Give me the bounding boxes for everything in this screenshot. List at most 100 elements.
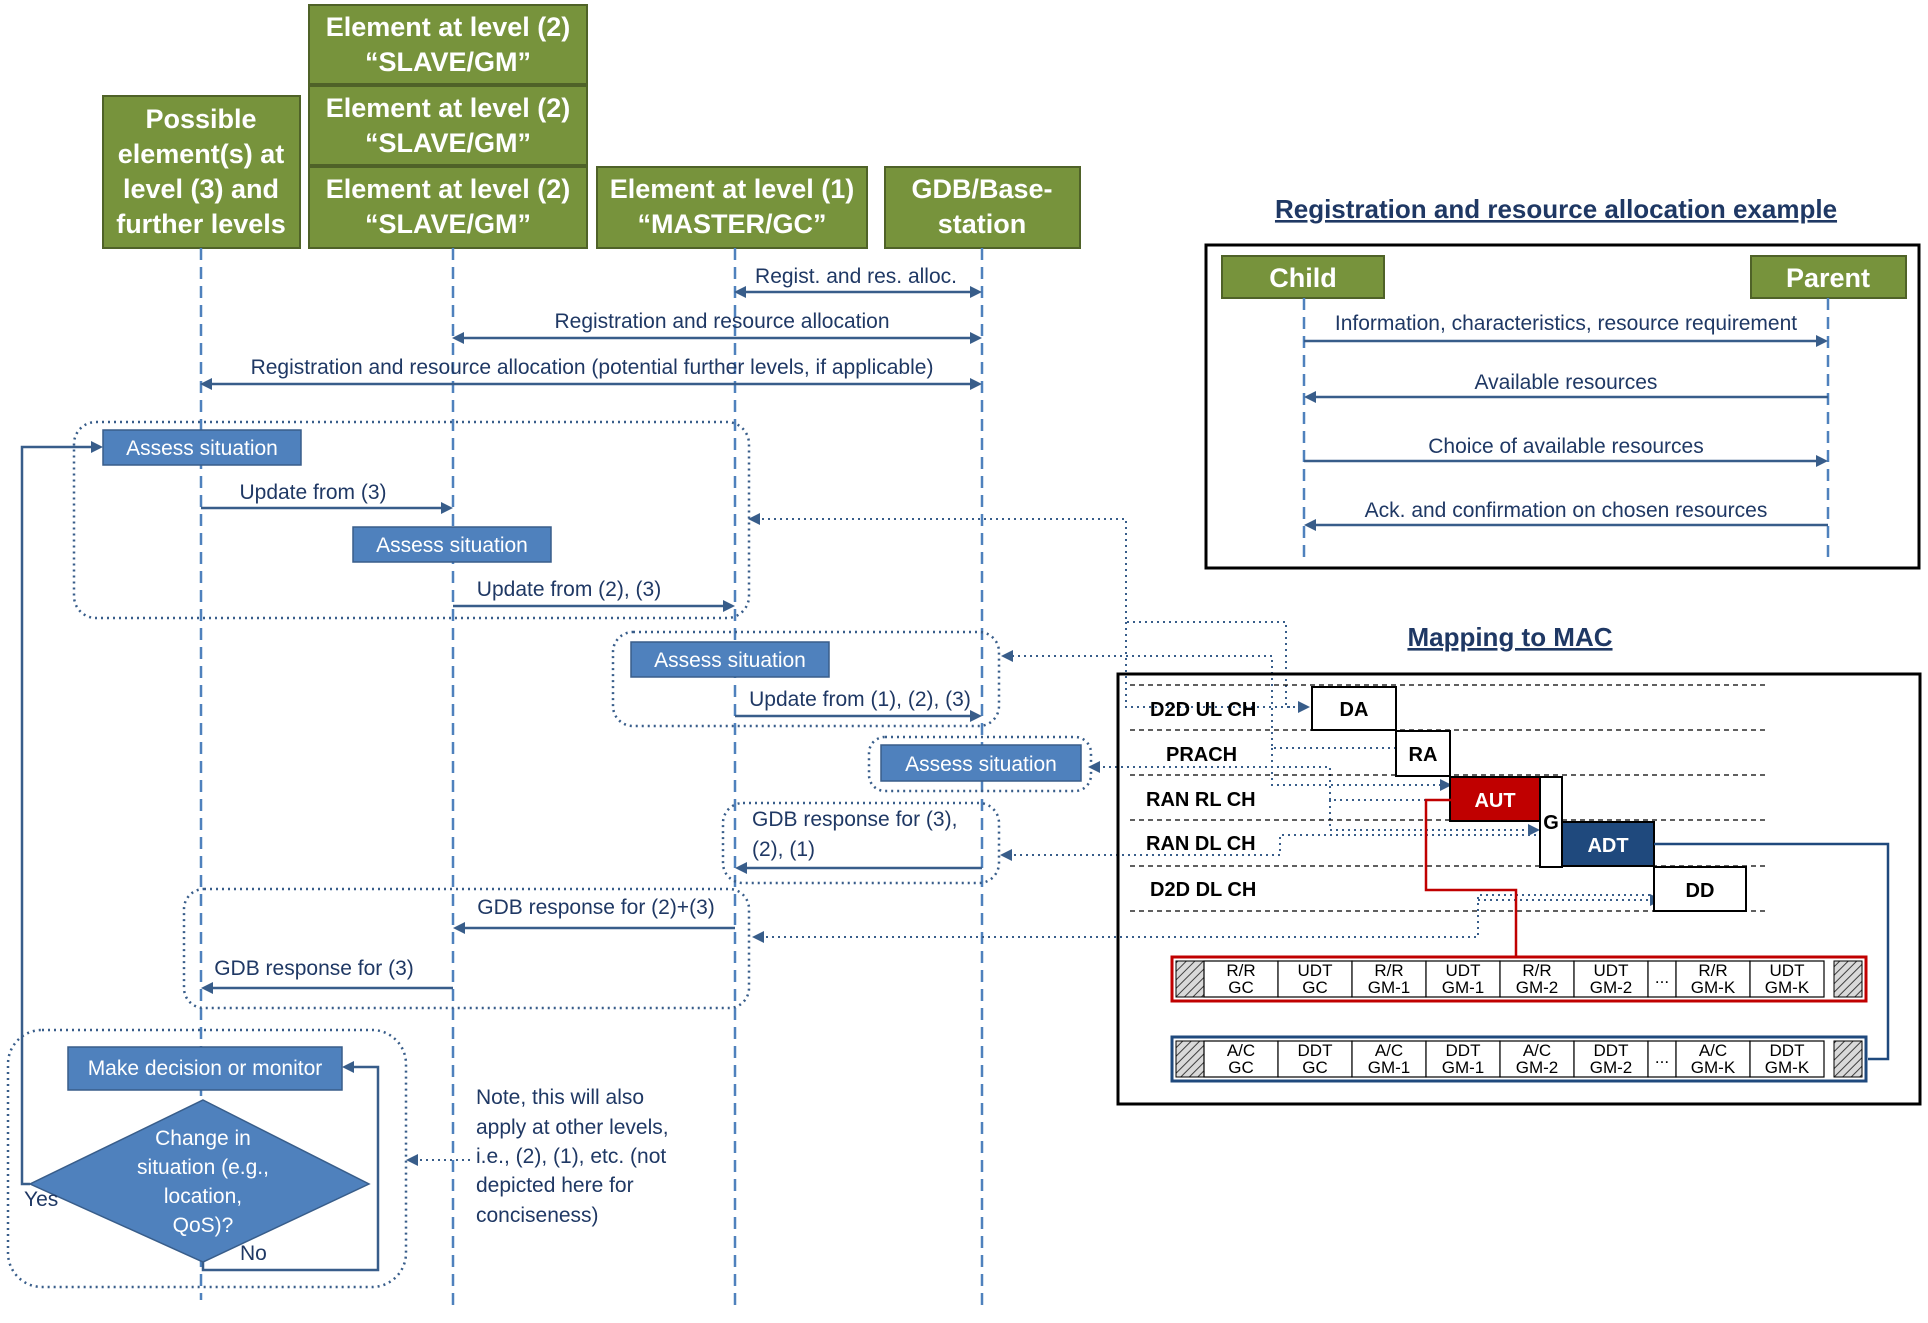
mac-row-downlink: A/CGCDDTGCA/CGM-1DDTGM-1A/CGM-2DDTGM-2..… xyxy=(1170,1035,1868,1083)
uplink-cell: R/RGC xyxy=(1203,960,1279,998)
uplink-cell-text: GM-2 xyxy=(1590,978,1633,997)
parent-label: Parent xyxy=(1786,263,1870,293)
connector-dd xyxy=(760,894,1656,938)
uplink-cell-text: GC xyxy=(1302,978,1328,997)
block-label: AUT xyxy=(1474,790,1515,812)
downlink-cell: A/CGM-K xyxy=(1675,1040,1751,1078)
uplink-cell-text: R/R xyxy=(1522,961,1551,980)
header-level2-middle: Element at level (2)“SLAVE/GM” xyxy=(308,85,588,166)
downlink-cell-text: GM-K xyxy=(1691,1058,1736,1077)
channel-ran-dl: RAN DL CH xyxy=(1146,833,1256,855)
downlink-cell-text: ... xyxy=(1655,1048,1669,1067)
msg-update-from-2-3: Update from (2), (3) xyxy=(453,578,735,612)
example-msg-label: Available resources xyxy=(1475,371,1658,394)
assess-situation-gdb: Assess situation xyxy=(880,744,1082,782)
example-msg-choice: Choice of available resources xyxy=(1304,435,1828,467)
svg-text:Element at level (2)“SLAVE/GM”: Element at level (2) “SLAVE/GM” xyxy=(326,174,571,239)
assess-label: Assess situation xyxy=(126,437,278,460)
make-decision-box: Make decision or monitor xyxy=(67,1046,343,1091)
example-msg-info: Information, characteristics, resource r… xyxy=(1304,312,1828,347)
assess-situation-level2: Assess situation xyxy=(352,526,552,563)
msg-label-line: (2), (1) xyxy=(752,838,815,861)
example-msg-label: Ack. and confirmation on chosen resource… xyxy=(1365,499,1768,522)
block-aut: AUT xyxy=(1449,776,1541,822)
uplink-cell-text: GC xyxy=(1228,978,1254,997)
header-level1: Element at level (1)“MASTER/GC” xyxy=(596,166,868,249)
uplink-cell-text: UDT xyxy=(1446,961,1481,980)
block-adt: ADT xyxy=(1561,821,1655,867)
uplink-cell-text: GM-1 xyxy=(1442,978,1485,997)
downlink-cell-text: GM-1 xyxy=(1442,1058,1485,1077)
svg-text:Element at level (1)“MASTER/GC: Element at level (1)“MASTER/GC” xyxy=(610,174,855,239)
channel-prach: PRACH xyxy=(1166,744,1237,766)
uplink-cell: R/RGM-K xyxy=(1675,960,1751,998)
diamond-line: situation (e.g., xyxy=(137,1156,269,1179)
diamond-line: QoS)? xyxy=(173,1214,234,1237)
example-title: Registration and resource allocation exa… xyxy=(1275,194,1837,224)
block-label: RA xyxy=(1409,744,1438,766)
downlink-cell-text: GM-2 xyxy=(1516,1058,1559,1077)
msg-gdb-response-2-3: GDB response for (2)+(3) xyxy=(453,896,735,934)
connector-aut xyxy=(1096,766,1450,801)
channel-d2d-dl: D2D DL CH xyxy=(1150,879,1256,901)
example-msg-available: Available resources xyxy=(1304,371,1828,403)
header-level1-line: Element at level (1) xyxy=(610,174,855,204)
downlink-cell-text: DDT xyxy=(1446,1041,1481,1060)
msg-label: Update from (3) xyxy=(239,481,386,504)
msg-label: Update from (2), (3) xyxy=(477,578,661,601)
header-level2-line: Element at level (2) xyxy=(326,174,571,204)
header-level2-bottom: Element at level (2) “SLAVE/GM” xyxy=(308,166,588,249)
note-line: i.e., (2), (1), etc. (not xyxy=(476,1145,666,1168)
svg-text:Element at level (2)“SLAVE/GM”: Element at level (2)“SLAVE/GM” xyxy=(326,93,571,158)
channel-d2d-ul: D2D UL CH xyxy=(1150,699,1256,721)
header-level2-top: Element at level (2)“SLAVE/GM” xyxy=(308,4,588,85)
downlink-cell-text: A/C xyxy=(1227,1041,1255,1060)
header-level2-line: “SLAVE/GM” xyxy=(365,209,531,239)
downlink-cell-text: A/C xyxy=(1523,1041,1551,1060)
msg-registration-further-levels: Registration and resource allocation (po… xyxy=(200,356,982,390)
uplink-cell-text: UDT xyxy=(1770,961,1805,980)
block-da: DA xyxy=(1311,686,1397,731)
header-gdb-line: station xyxy=(938,209,1027,239)
msg-label: GDB response for (3),(2), (1) xyxy=(752,808,957,861)
downlink-cell: A/CGC xyxy=(1203,1040,1279,1078)
uplink-cell-text: GM-K xyxy=(1691,978,1736,997)
msg-registration-resource-allocation: Registration and resource allocation xyxy=(452,310,982,344)
note-line: conciseness) xyxy=(476,1204,599,1227)
header-level2-line: Element at level (2) xyxy=(326,12,571,42)
yes-loop-arrow xyxy=(20,445,93,1186)
svg-text:Element at level (2)“SLAVE/GM”: Element at level (2)“SLAVE/GM” xyxy=(326,12,571,77)
msg-gdb-response-3-2-1: GDB response for (3),(2), (1) xyxy=(735,808,982,874)
downlink-cell: ... xyxy=(1647,1040,1677,1078)
msg-label: Update from (1), (2), (3) xyxy=(749,688,971,711)
mac-title: Mapping to MAC xyxy=(1407,622,1612,652)
example-msg-label: Choice of available resources xyxy=(1428,435,1703,458)
block-label: DD xyxy=(1686,880,1715,902)
downlink-cell: A/CGM-2 xyxy=(1499,1040,1575,1078)
msg-update-from-1-2-3: Update from (1), (2), (3) xyxy=(735,688,982,722)
msg-regist-res-alloc: Regist. and res. alloc. xyxy=(734,265,982,298)
msg-update-from-3: Update from (3) xyxy=(201,481,453,514)
example-msg-label: Information, characteristics, resource r… xyxy=(1335,312,1797,335)
downlink-cell-text: GM-1 xyxy=(1368,1058,1411,1077)
msg-label: GDB response for (2)+(3) xyxy=(477,896,715,919)
downlink-cell-text: DDT xyxy=(1770,1041,1805,1060)
header-level3-line: level (3) and xyxy=(123,174,279,204)
assess-label: Assess situation xyxy=(376,534,528,557)
no-label: No xyxy=(240,1242,267,1265)
block-g: G xyxy=(1539,776,1563,868)
header-level2-line: “SLAVE/GM” xyxy=(365,128,531,158)
block-label: ADT xyxy=(1587,835,1628,857)
downlink-cell-text: DDT xyxy=(1594,1041,1629,1060)
channel-ran-rl: RAN RL CH xyxy=(1146,789,1256,811)
downlink-cell-text: GC xyxy=(1302,1058,1328,1077)
svg-text:GDB/Base-station: GDB/Base-station xyxy=(911,174,1052,239)
